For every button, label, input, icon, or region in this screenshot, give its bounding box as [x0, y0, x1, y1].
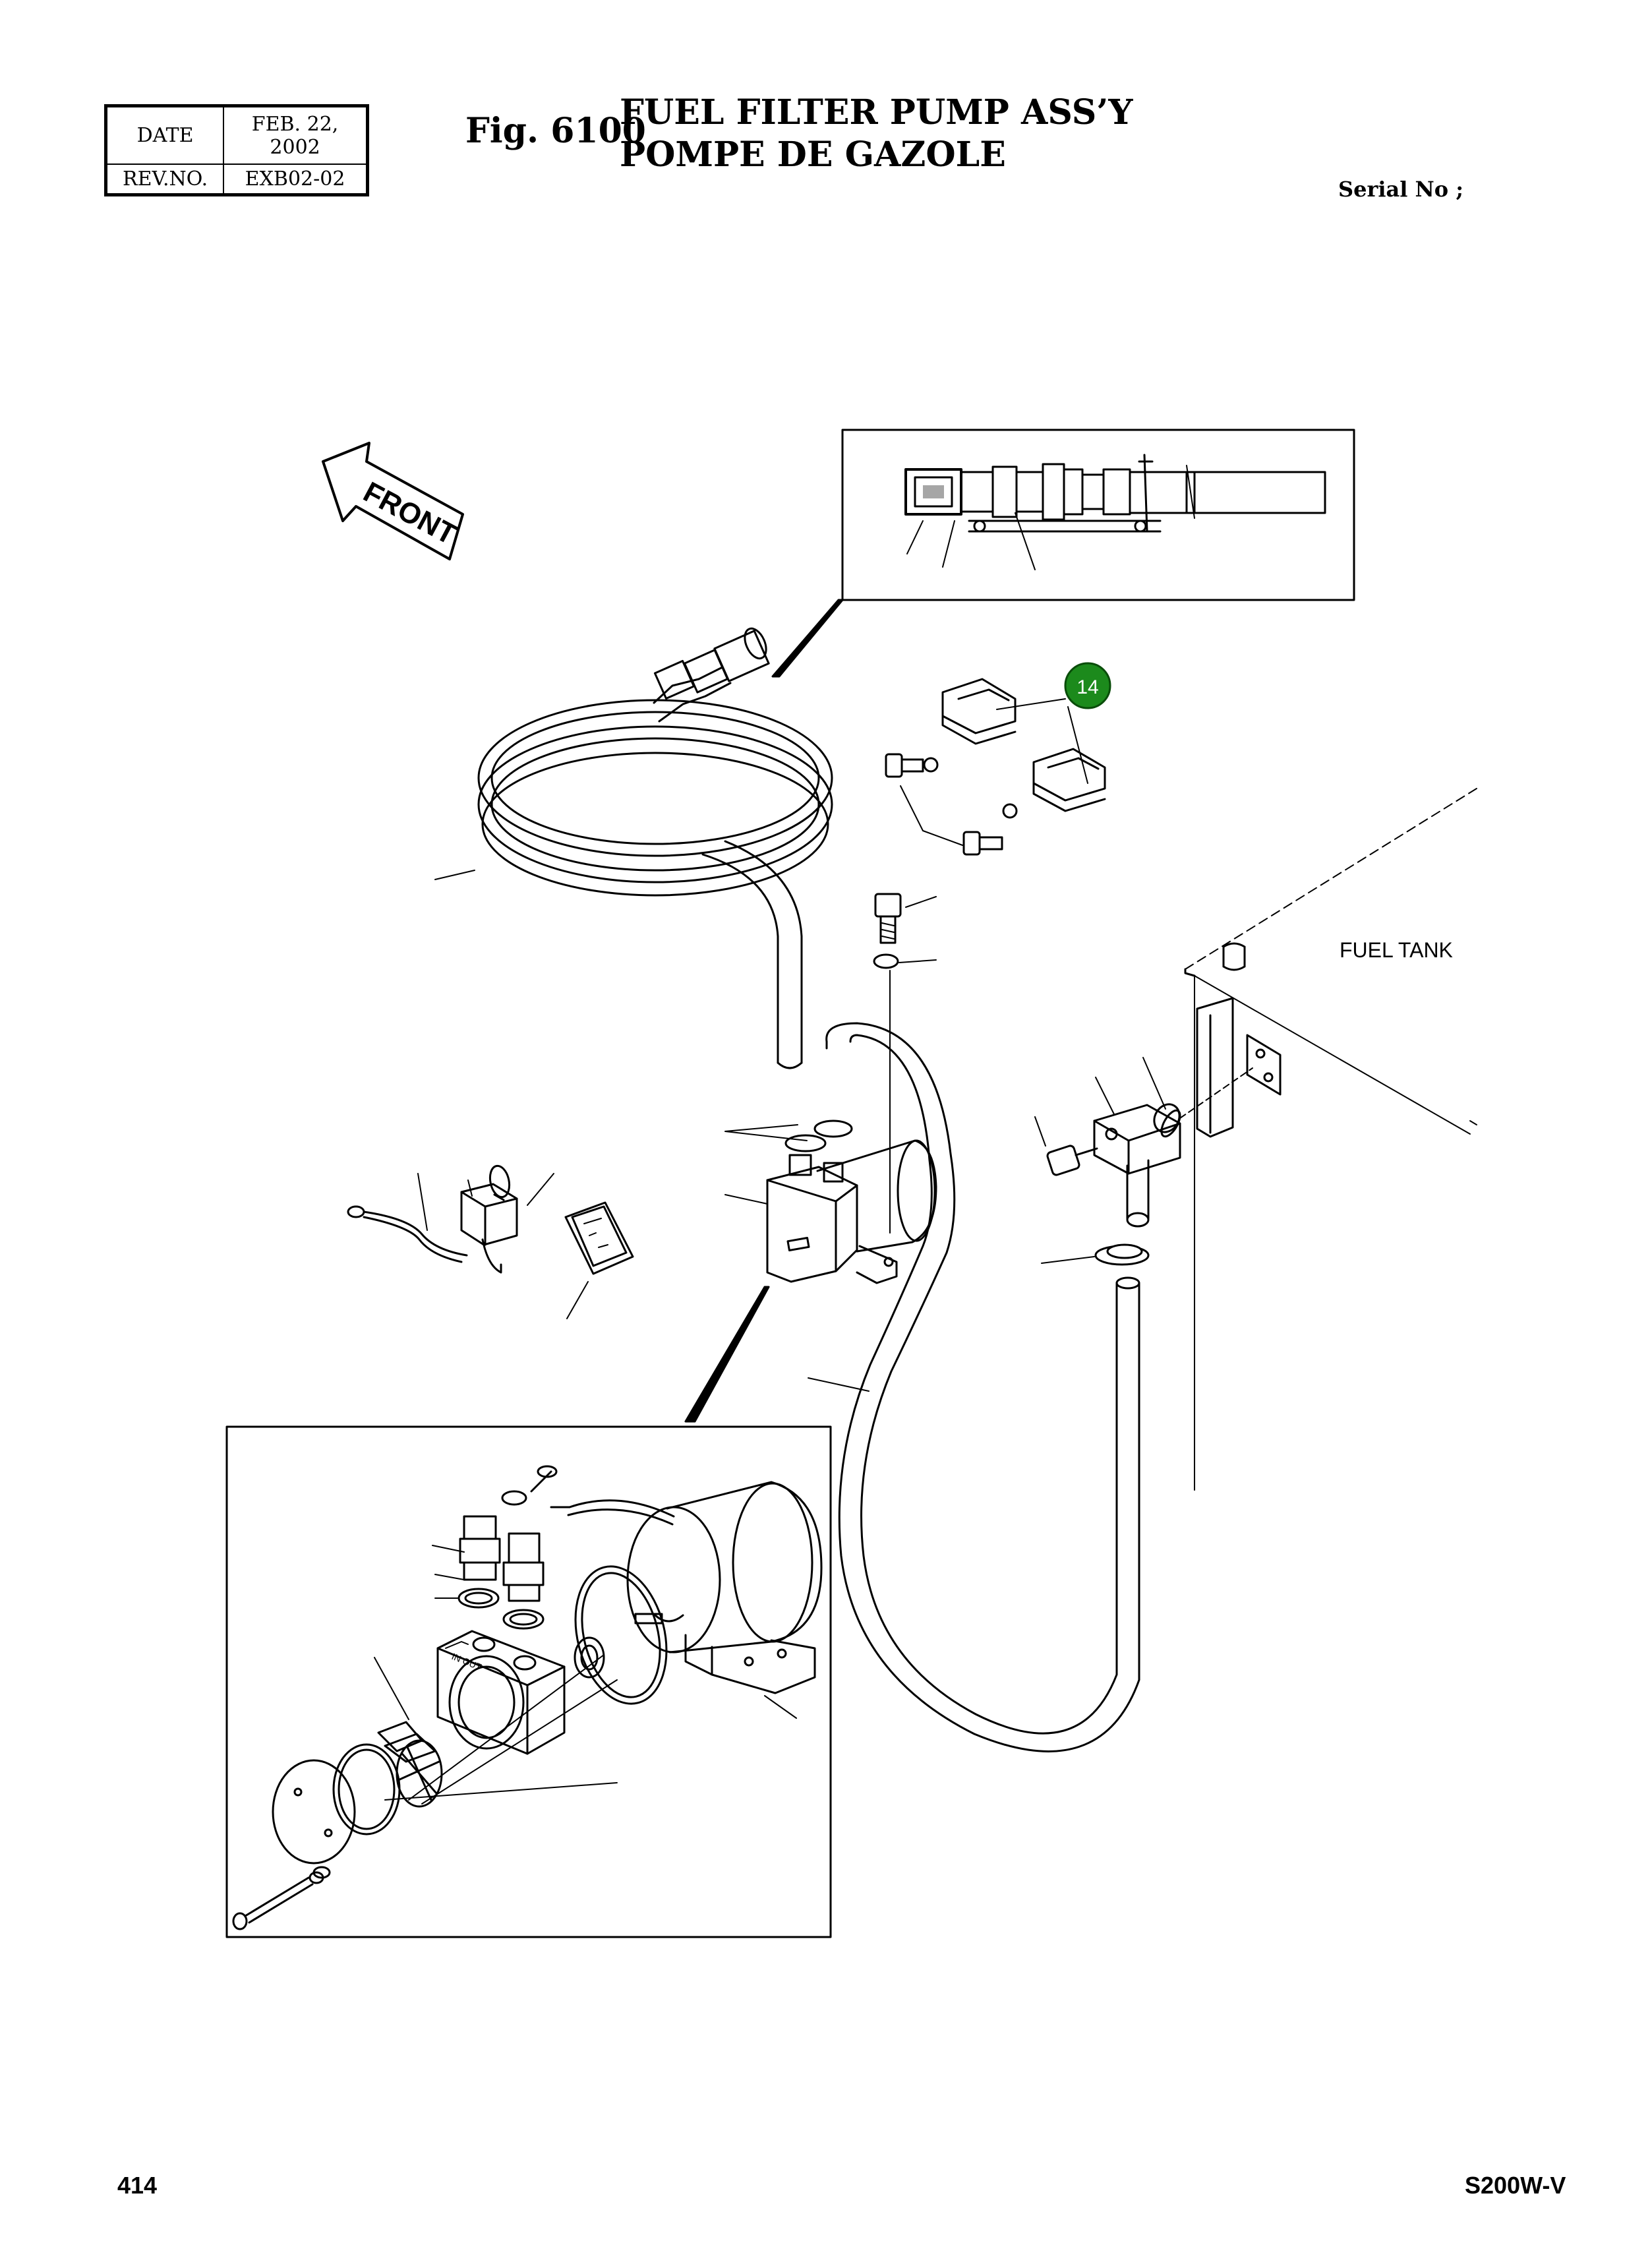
title-french: POMPE DE GAZOLE [620, 134, 1006, 175]
mounting-bolt [873, 893, 937, 1234]
bracket-set: 14 [885, 662, 1111, 856]
date-value: FEB. 22, 2002 [223, 105, 369, 165]
rev-value: EXB02-02 [223, 164, 369, 196]
return-hose [808, 1022, 1150, 1752]
front-arrow: FRONT [322, 442, 464, 560]
revision-table: DATE FEB. 22, 2002 REV.NO. EXB02-02 [104, 104, 369, 196]
title-english: FUEL FILTER PUMP ASS’Y [620, 92, 1133, 133]
pump-switch [347, 1164, 554, 1274]
fuel-tank: FUEL TANK [1184, 788, 1477, 1491]
hose-end-detail [771, 429, 1355, 678]
pump-port-label: IN OUT [450, 1651, 483, 1673]
figure-number: Fig. 6100 [465, 111, 646, 151]
tank-fitting [1034, 1057, 1253, 1228]
fuel-pump [724, 1119, 937, 1284]
date-label: DATE [105, 105, 225, 165]
switch-label-plate [564, 1201, 634, 1319]
callout-14-label: 14 [1077, 676, 1098, 698]
callout-14-badge [1064, 662, 1111, 709]
fuel-tank-label: FUEL TANK [1340, 938, 1453, 962]
serial-number-label: Serial No ; [1338, 177, 1464, 202]
model-number: S200W-V [1465, 2172, 1566, 2199]
pump-exploded-detail: IN OUT [225, 1425, 832, 1938]
rev-label: REV.NO. [105, 164, 225, 196]
fuel-hose-coil [434, 627, 833, 1069]
page-number: 414 [117, 2172, 158, 2199]
